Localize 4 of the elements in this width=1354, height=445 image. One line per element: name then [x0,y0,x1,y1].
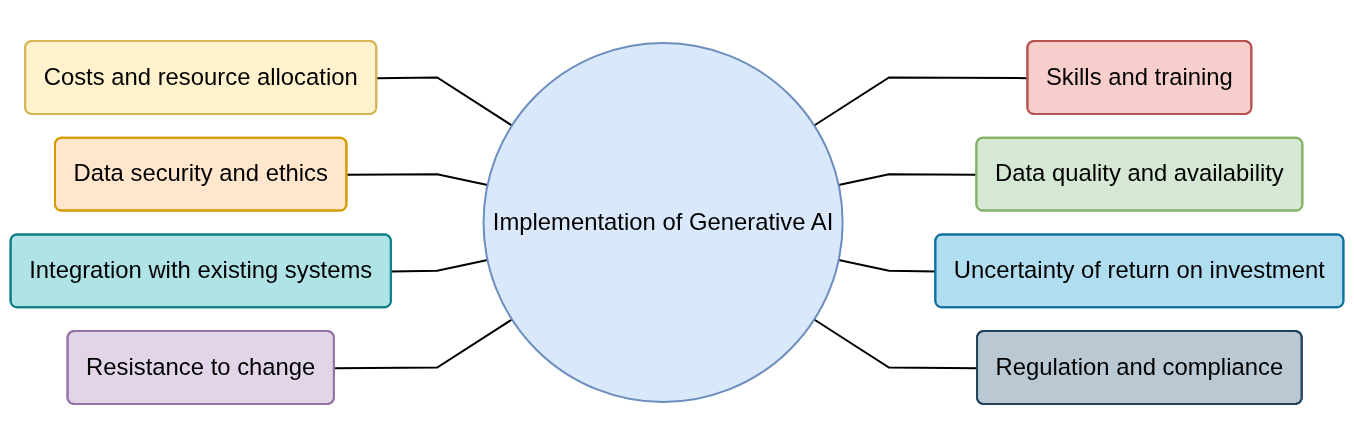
connector [333,318,513,370]
connector [390,259,489,273]
connector [346,173,489,186]
node-circle: Implementation of Generative AI [482,41,844,404]
